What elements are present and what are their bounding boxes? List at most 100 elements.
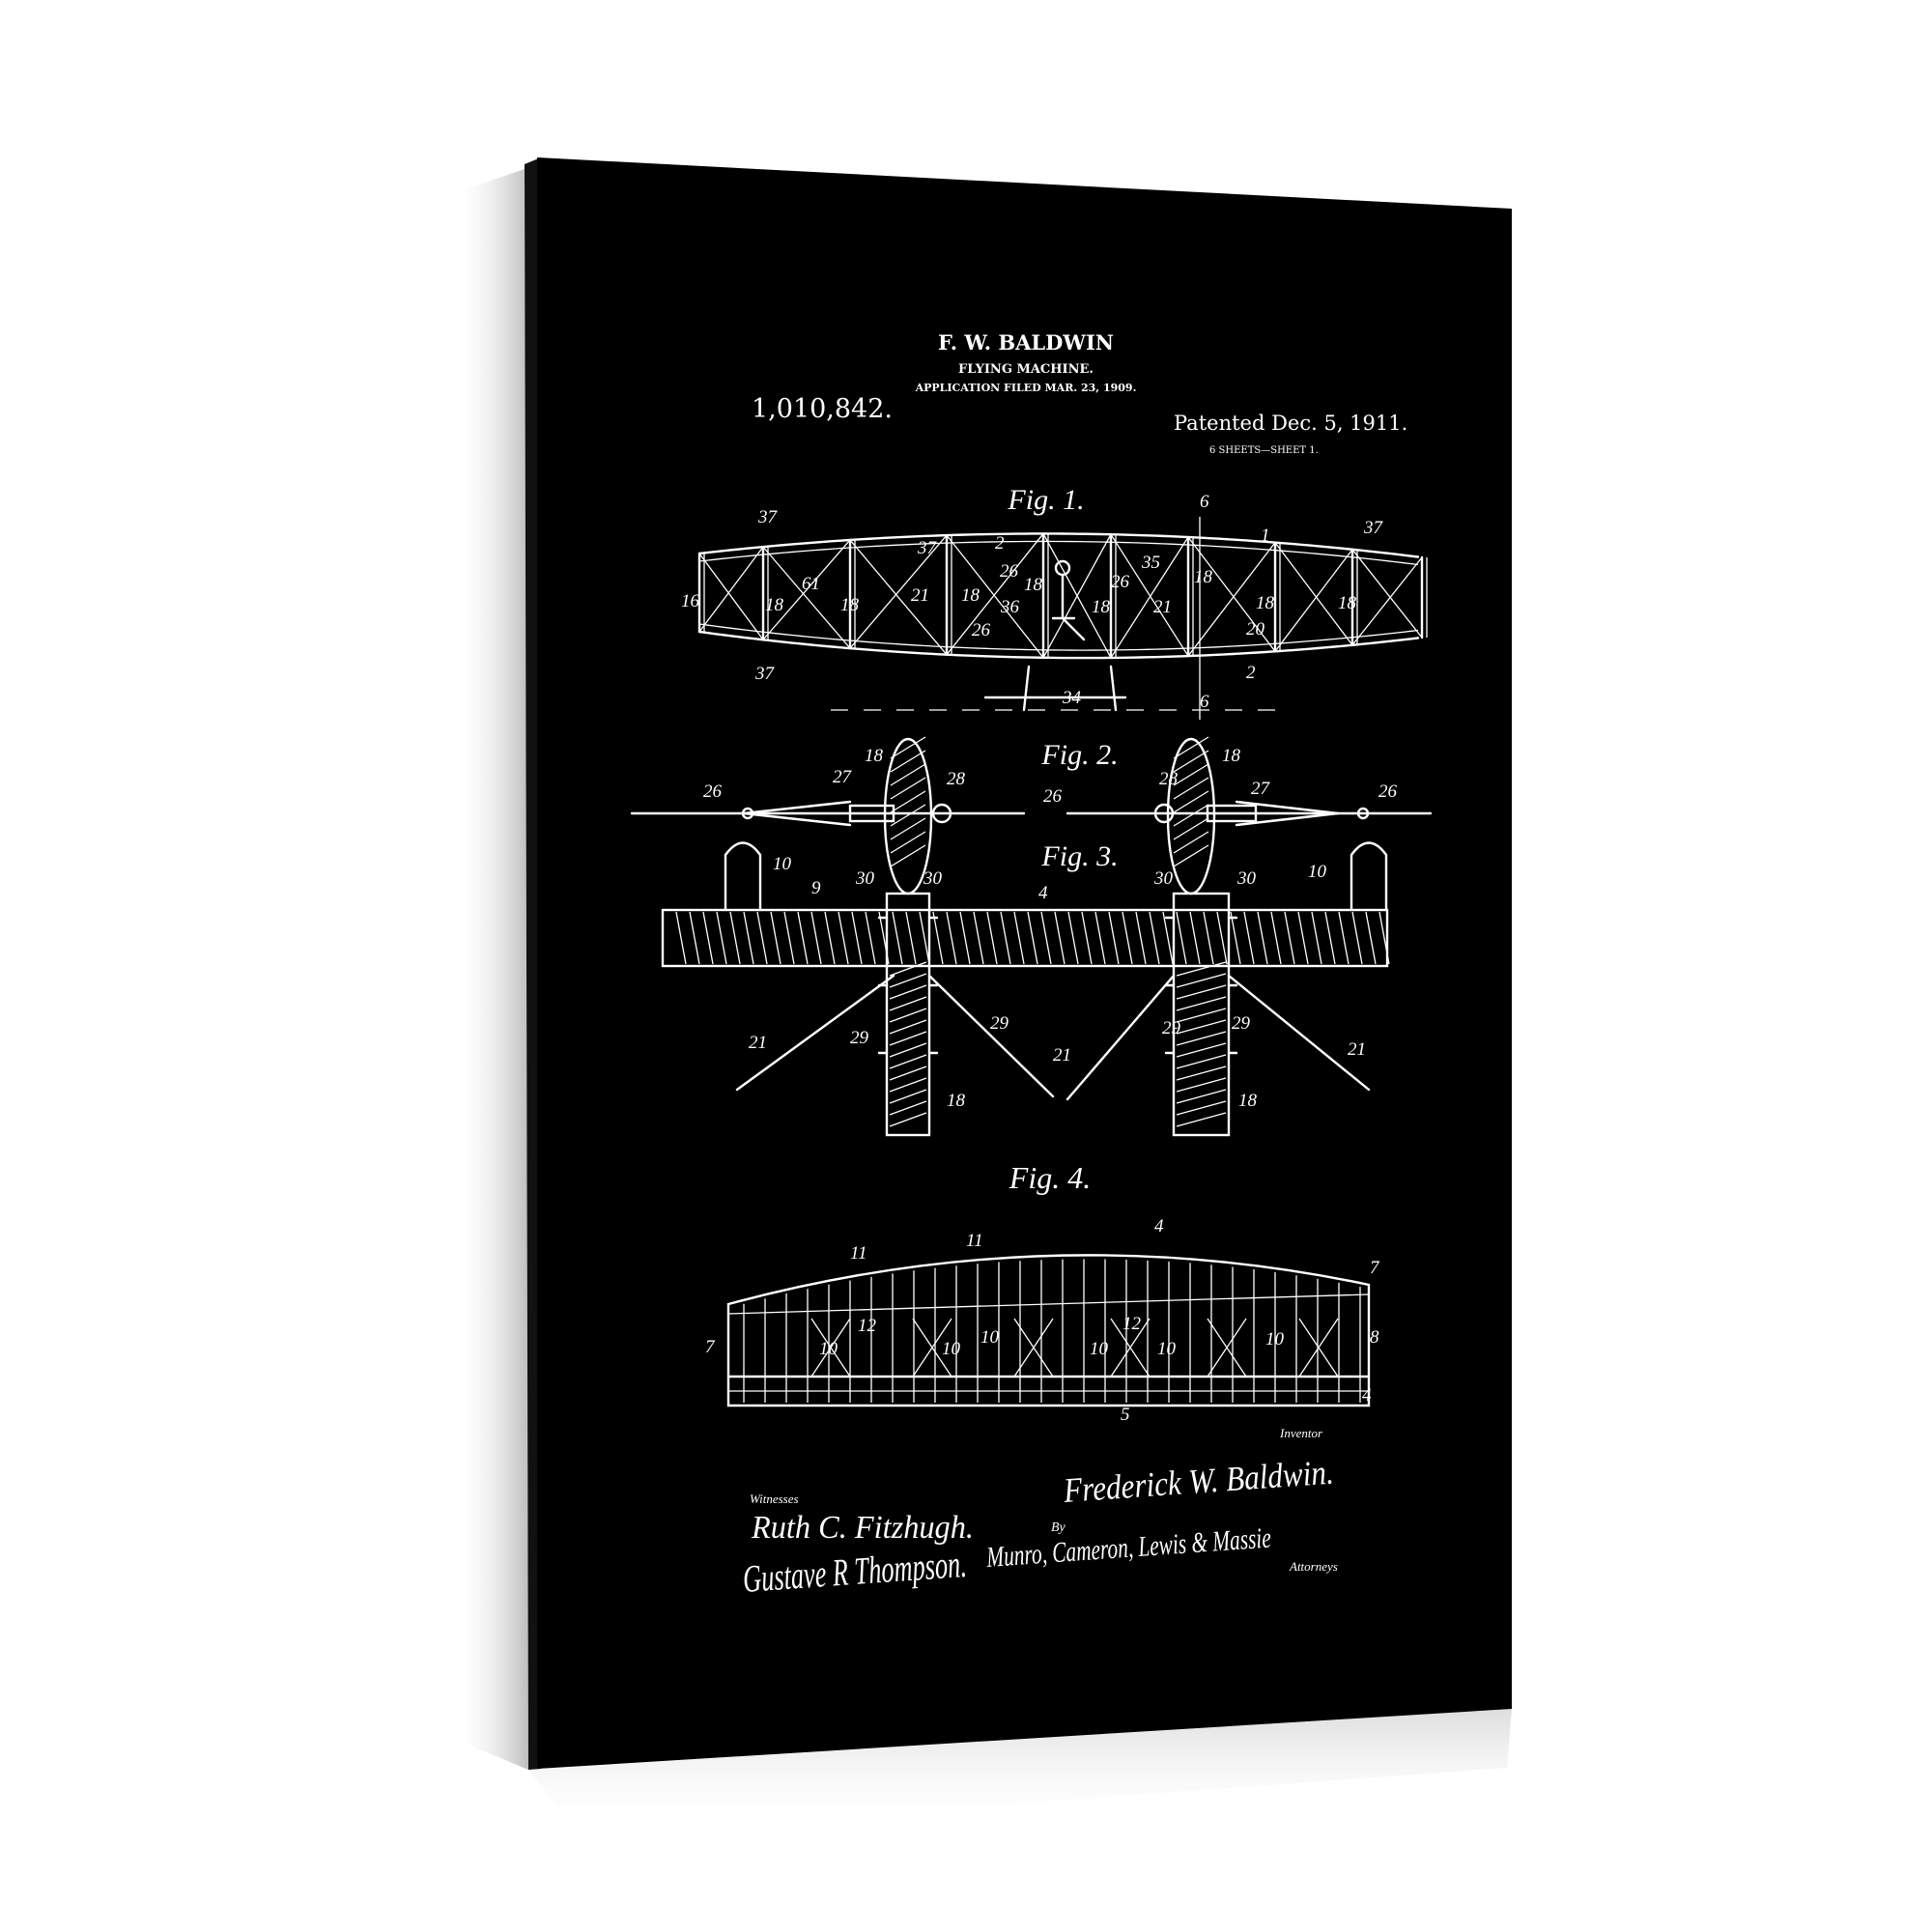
- brace-wire: [1351, 556, 1423, 646]
- brace-wire: [762, 539, 851, 640]
- brace-wire: [849, 539, 948, 656]
- post: [1172, 892, 1231, 1137]
- beam-hatch: [1203, 911, 1214, 965]
- lower-wing-chord: [697, 630, 1420, 660]
- reference-numeral: 26: [1111, 572, 1130, 592]
- inventor-name: F. W. BALDWIN: [938, 330, 1114, 355]
- reference-numeral: 21: [1348, 1039, 1366, 1060]
- beam-hatch: [1324, 911, 1336, 965]
- post-hatch: [1176, 996, 1227, 1011]
- brace-wire: [1065, 974, 1176, 1101]
- post-hatch: [1176, 973, 1227, 988]
- reference-numeral: 37: [757, 507, 779, 527]
- reference-numeral: 26: [972, 620, 991, 640]
- reference-numeral: 61: [802, 574, 820, 594]
- brace-wire: [946, 533, 1044, 656]
- reference-numeral: 18: [840, 595, 860, 615]
- canvas-side-edge: [525, 157, 541, 1770]
- reference-numeral: 18: [765, 595, 784, 615]
- post-hatch: [889, 961, 927, 977]
- brace-wire: [1110, 533, 1189, 657]
- hatch: [1173, 763, 1209, 786]
- ring-eye: [931, 803, 952, 824]
- post-hatch: [889, 1089, 927, 1104]
- by-label: By: [1051, 1520, 1066, 1535]
- figure-4-drawing: [726, 1254, 1371, 1407]
- diag-brace: [1110, 1318, 1151, 1378]
- beam-hatch: [770, 911, 781, 965]
- reference-numeral: 37: [754, 664, 776, 684]
- post-hatch: [889, 1077, 927, 1093]
- beam-hatch: [797, 911, 809, 965]
- wing-panel-outline: [726, 1254, 1371, 1407]
- hatch: [890, 763, 926, 786]
- reference-numeral: 8: [1370, 1327, 1379, 1348]
- hatch: [890, 804, 926, 827]
- beam-hatch: [932, 911, 944, 965]
- post-hatch: [1176, 1077, 1227, 1093]
- hatch: [890, 844, 926, 867]
- brace-wire: [762, 546, 851, 649]
- reference-numeral: 18: [947, 1091, 966, 1111]
- reference-numeral: 11: [850, 1243, 867, 1264]
- reference-numeral: 26: [703, 781, 723, 802]
- post-hatch: [1176, 1054, 1227, 1069]
- reference-numeral: 18: [1092, 597, 1111, 617]
- diag-brace: [1298, 1318, 1339, 1378]
- beam-hatch: [1149, 911, 1160, 965]
- brace-wire: [1274, 542, 1353, 646]
- brace-wire: [849, 534, 948, 649]
- reference-numeral: 30: [855, 868, 875, 889]
- hatch: [890, 817, 926, 840]
- beam-hatch: [986, 911, 998, 965]
- hatch: [890, 790, 926, 813]
- post-hatch: [889, 984, 927, 1000]
- reference-numeral: 27: [833, 767, 853, 787]
- beam-hatch: [1162, 911, 1174, 965]
- post-hatch: [889, 1065, 927, 1081]
- figure-3-drawing: [661, 841, 1390, 1137]
- post-hatch: [1176, 984, 1227, 1000]
- inventor-label: Inventor: [1279, 1426, 1323, 1440]
- reference-numeral: 12: [1122, 1314, 1142, 1334]
- hatch: [1173, 750, 1209, 773]
- post-hatch: [889, 1054, 927, 1069]
- fig2-label: Fig. 2.: [1040, 739, 1118, 771]
- beam-hatch: [1216, 911, 1228, 965]
- reference-numeral: 18: [1222, 746, 1241, 766]
- reference-numeral: 29: [1162, 1018, 1181, 1038]
- beam-hatch: [1122, 911, 1133, 965]
- fig4-label: Fig. 4.: [1009, 1160, 1091, 1195]
- beam-hatch: [810, 911, 822, 965]
- reference-numeral: 18: [1338, 593, 1357, 613]
- attorneys-label: Attorneys: [1289, 1559, 1338, 1574]
- reference-numeral: 18: [1024, 575, 1043, 595]
- reference-numeral: 35: [1141, 553, 1160, 573]
- beam-hatch: [919, 911, 930, 965]
- brace-wire: [946, 534, 1044, 659]
- reference-numeral: 36: [1000, 597, 1020, 617]
- reference-numeral: 18: [961, 585, 980, 606]
- reference-numeral: 16: [681, 591, 700, 611]
- reference-numeral: 30: [1153, 868, 1174, 889]
- beam-hatch: [1135, 911, 1147, 965]
- upper-wing-chord: [697, 532, 1420, 558]
- wing-beam: [661, 908, 1389, 968]
- beam-hatch: [783, 911, 795, 965]
- reference-numeral: 20: [1246, 619, 1265, 639]
- hatch: [1173, 844, 1209, 867]
- pilot-leg: [1061, 616, 1086, 641]
- beam-hatch: [716, 911, 727, 965]
- reference-numeral: 34: [1062, 688, 1082, 708]
- reference-numeral: 9: [811, 878, 821, 898]
- post-hatch: [1176, 1065, 1227, 1081]
- patented-date: Patented Dec. 5, 1911.: [1174, 412, 1407, 435]
- reference-numeral: 11: [966, 1231, 983, 1251]
- application-date: APPLICATION FILED MAR. 23, 1909.: [915, 382, 1137, 394]
- reference-numeral: 28: [1159, 769, 1179, 789]
- hatch: [1173, 777, 1209, 800]
- post-hatch: [1176, 1031, 1227, 1046]
- brace-wire: [1187, 542, 1276, 657]
- turnbuckle: [1235, 811, 1340, 827]
